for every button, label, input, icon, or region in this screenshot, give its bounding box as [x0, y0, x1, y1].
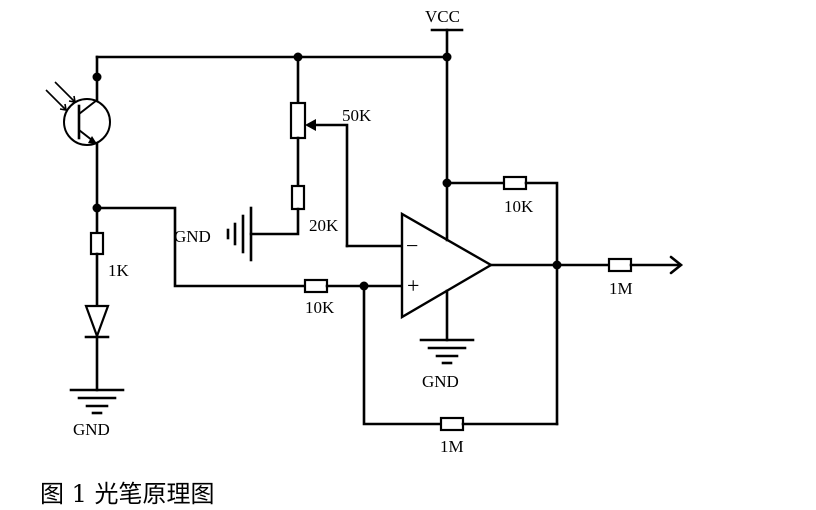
vcc-rail — [95, 28, 464, 185]
resistor-10k-input-label: 10K — [305, 298, 335, 317]
ground-left-icon — [69, 388, 125, 415]
potentiometer-50k — [289, 101, 307, 140]
light-arrows-icon — [45, 81, 76, 111]
junction-output — [552, 260, 562, 270]
resistor-1m-output — [607, 257, 633, 273]
ground-ref-icon — [226, 206, 253, 262]
resistor-10k-input — [303, 278, 329, 294]
op-amp-plus: + — [407, 273, 419, 298]
wire-emitter-to-plus — [95, 206, 307, 288]
resistor-10k-feedback-label: 10K — [504, 197, 534, 216]
ground-opamp-icon — [419, 338, 475, 365]
ground-opamp-label: GND — [422, 372, 459, 391]
resistor-10k-feedback — [502, 175, 528, 191]
diode — [84, 304, 110, 340]
resistor-1k — [89, 231, 105, 256]
ground-ref-label: GND — [174, 227, 211, 246]
phototransistor — [63, 55, 111, 210]
junction-top-vcc — [442, 52, 452, 62]
resistor-20k — [290, 184, 306, 211]
resistor-1m-bottom-label: 1M — [440, 437, 464, 456]
op-amp-minus: − — [406, 233, 418, 258]
vcc-label: VCC — [425, 7, 460, 26]
wiper-arrow — [305, 119, 349, 248]
ground-left-label: GND — [73, 420, 110, 439]
pot-50k-label: 50K — [342, 106, 372, 125]
resistor-1k-label: 1K — [108, 261, 130, 280]
figure-caption: 图 1 光笔原理图 — [40, 480, 215, 508]
resistor-1m-bottom — [439, 416, 465, 432]
output-arrow-icon — [669, 255, 684, 275]
resistor-20k-label: 20K — [309, 216, 339, 235]
resistor-1m-output-label: 1M — [609, 279, 633, 298]
